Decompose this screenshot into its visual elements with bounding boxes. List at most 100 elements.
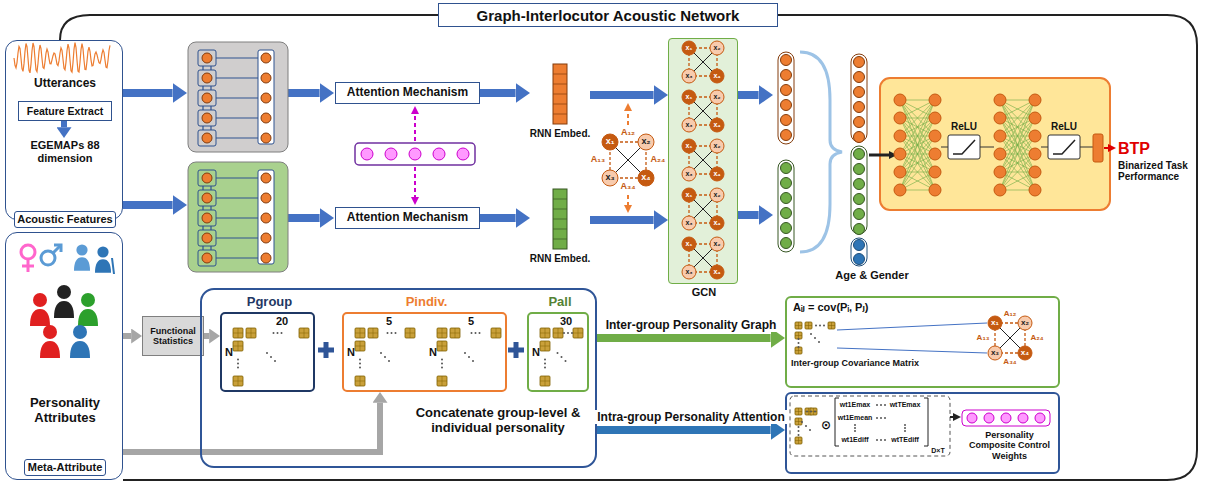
ellipsis-dot — [441, 363, 443, 365]
graph-node-label: x₂ — [713, 93, 720, 101]
ellipsis-dot — [359, 367, 361, 369]
feature-vector — [778, 160, 794, 252]
vector-unit — [781, 238, 792, 249]
matrix-cell — [795, 332, 802, 339]
mlp-weight — [1000, 100, 1035, 154]
rnn-unit — [261, 233, 271, 243]
ellipsis-dot — [806, 411, 808, 413]
mlp-neuron — [994, 184, 1006, 196]
female-symbol — [22, 265, 34, 268]
person-body — [54, 301, 74, 318]
matrix-cell — [405, 333, 415, 334]
rnn-unit — [202, 233, 212, 243]
matrix-heading: Pgroup — [222, 295, 317, 310]
node-label: 5 — [446, 315, 496, 328]
bar-cell — [553, 219, 567, 220]
graph-node-label: x₂ — [713, 142, 720, 150]
matrix-cell — [246, 328, 256, 338]
ellipsis-dot — [384, 356, 386, 358]
mlp-neuron — [1029, 130, 1041, 142]
recurrence — [210, 206, 211, 210]
rnn-unit — [261, 133, 271, 143]
ellipsis-dot — [876, 404, 878, 406]
edge-weight-label: A₁₃ — [590, 155, 606, 165]
matrix-cell — [437, 376, 447, 386]
control-arrow — [414, 114, 416, 141]
graph-node — [710, 118, 724, 132]
ellipsis-dot — [810, 411, 812, 413]
ellipsis-dot — [557, 352, 559, 354]
vector-unit — [781, 178, 792, 189]
rnn-link — [216, 178, 258, 179]
recurrence — [202, 126, 203, 130]
rnn-link — [216, 218, 258, 219]
vector-label: Age & Gender — [835, 269, 908, 281]
graph-node-label: x₂ — [713, 191, 720, 199]
bar-cell — [553, 209, 567, 210]
rnn-unit — [202, 73, 212, 83]
mlp-link — [1080, 147, 1094, 148]
process-box: Feature Extract — [18, 101, 112, 121]
matrix-entry: wtTEmax — [890, 401, 921, 409]
ellipsis-dot — [884, 404, 886, 406]
rnn-cell — [198, 190, 216, 206]
matrix-cell — [805, 411, 812, 412]
matrix-cell — [491, 328, 501, 338]
flow-arrow — [123, 403, 380, 452]
ellipsis-dot — [464, 352, 466, 354]
ellipsis-dot — [544, 363, 546, 365]
mlp-neuron — [894, 148, 906, 160]
weight-unit — [433, 148, 445, 160]
bar-cell — [553, 84, 567, 85]
rnn-unit — [202, 113, 212, 123]
edge-weight-label: A₃₄ — [620, 182, 637, 192]
graph-node — [1018, 346, 1032, 360]
output-unit — [1093, 134, 1103, 162]
control-arrow — [414, 167, 416, 197]
weight-vector — [355, 143, 475, 165]
vector-unit — [854, 164, 865, 175]
graph-node — [710, 90, 724, 104]
rnn-link — [216, 138, 258, 139]
graph-node — [710, 237, 724, 251]
block-arrow — [61, 121, 67, 127]
graph-node-label: x₁ — [686, 93, 693, 101]
gcn-panel: GCN — [668, 38, 738, 284]
matrix-cell — [437, 341, 447, 351]
node-label: RNN Embed. — [525, 253, 595, 265]
output-caption: Binarized Task Performance — [1118, 160, 1190, 182]
matrix-cell — [437, 328, 447, 338]
matrix-cell — [795, 408, 802, 415]
mlp-link — [941, 147, 948, 148]
rnn-cell — [198, 70, 216, 86]
rnn-box — [188, 162, 288, 272]
matrix-cell — [540, 333, 550, 334]
matrix-cell — [437, 381, 447, 382]
edge-weight-label: A₃₄ — [1002, 358, 1017, 367]
edge-weight-label: A₂₄ — [1029, 334, 1044, 343]
male-symbol — [54, 245, 61, 252]
vector-unit — [854, 254, 865, 265]
rnn-link — [216, 58, 258, 59]
graph-node — [710, 265, 724, 279]
ellipsis-dot — [809, 429, 811, 431]
matrix-cell — [805, 325, 812, 326]
ellipsis-dot — [359, 359, 361, 361]
hidden-state — [258, 50, 274, 144]
recurrence — [210, 86, 211, 90]
vector-unit — [854, 57, 865, 68]
ellipsis-dot — [904, 427, 906, 429]
node-label: 20 — [257, 315, 307, 328]
ellipsis-dot — [798, 434, 800, 436]
graph-node — [638, 134, 654, 150]
graph-node-label: x₁ — [991, 319, 999, 328]
hidden-state — [258, 170, 274, 264]
vector-unit — [781, 163, 792, 174]
recurrence — [202, 86, 203, 90]
matrix-cell — [233, 328, 243, 338]
matrix-cell — [573, 328, 583, 338]
mlp-neuron — [1029, 148, 1041, 160]
matrix-entry: wt1Ediff — [841, 436, 868, 444]
node-label: 30 — [543, 315, 589, 328]
